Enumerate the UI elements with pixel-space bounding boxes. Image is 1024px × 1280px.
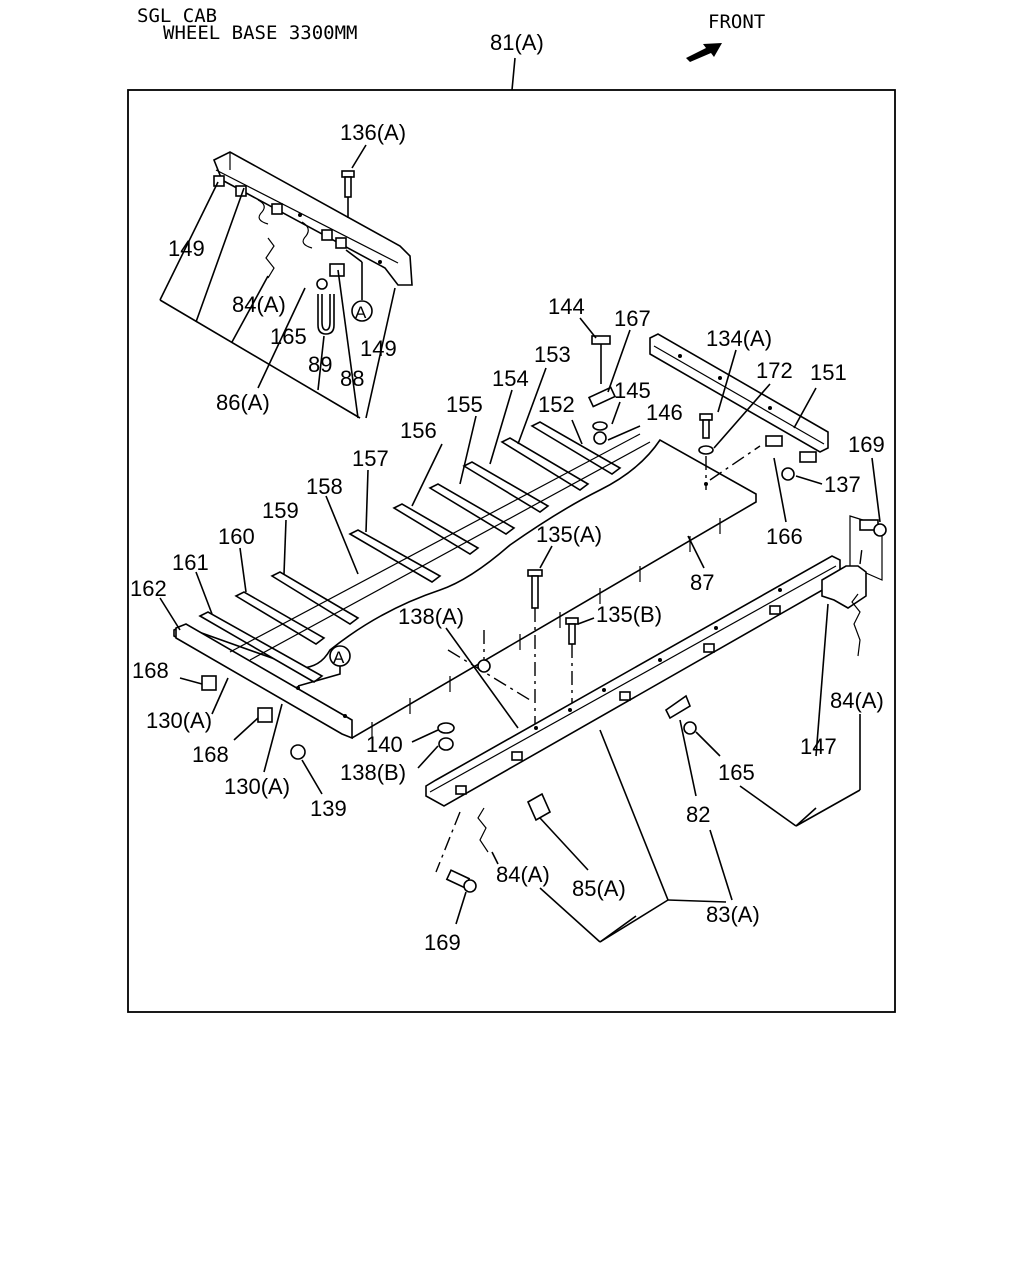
callout-168-top: 168	[132, 658, 169, 683]
callout-135b: 135(B)	[596, 602, 662, 627]
callout-134a: 134(A)	[706, 326, 772, 351]
nut-146-icon	[593, 431, 607, 445]
washer-140-icon	[437, 722, 455, 734]
callout-83a: 83(A)	[706, 902, 760, 927]
clip-168-top-icon	[201, 675, 217, 691]
callout-137: 137	[824, 472, 861, 497]
callout-160: 160	[218, 524, 255, 549]
bolt-169-right-icon	[849, 515, 887, 581]
floor-assembly	[173, 421, 757, 740]
callout-130a-bot: 130(A)	[224, 774, 290, 799]
callout-157: 157	[352, 446, 389, 471]
callout-159: 159	[262, 498, 299, 523]
callout-147: 147	[800, 734, 837, 759]
header-wheelbase: WHEEL BASE 3300MM	[163, 22, 358, 44]
callout-162: 162	[130, 576, 167, 601]
clip-85a-icon	[526, 792, 552, 822]
front-arrow-icon	[686, 43, 722, 62]
callout-153: 153	[534, 342, 571, 367]
plate-167-icon	[587, 386, 617, 408]
callout-82: 82	[686, 802, 710, 827]
callout-144: 144	[548, 294, 585, 319]
callout-169-right: 169	[848, 432, 885, 457]
callout-165-bot: 165	[718, 760, 755, 785]
callout-167: 167	[614, 306, 651, 331]
clip-168-bot-icon	[257, 707, 273, 723]
bolt-169-bot-icon	[445, 869, 477, 893]
clip-165-bot-icon	[683, 721, 697, 735]
u-bolt-89-icon	[317, 294, 335, 335]
callout-84a-right: 84(A)	[830, 688, 884, 713]
nut-139-icon	[290, 744, 306, 760]
callout-151: 151	[810, 360, 847, 385]
callout-85a: 85(A)	[572, 876, 626, 901]
callout-88: 88	[340, 366, 364, 391]
callout-139: 139	[310, 796, 347, 821]
circle-a-top: A	[355, 303, 367, 322]
bolt-136a-icon	[341, 170, 355, 218]
diagram-frame	[127, 89, 896, 1013]
callout-138b: 138(B)	[340, 760, 406, 785]
callout-86a: 86(A)	[216, 390, 270, 415]
callout-168-bot: 168	[192, 742, 229, 767]
nut-138b-icon	[438, 737, 454, 751]
washer-172-icon	[698, 445, 714, 455]
callout-149-right: 149	[360, 336, 397, 361]
bolt-135b-icon	[565, 617, 579, 645]
bolt-144-icon	[591, 335, 611, 384]
callout-145: 145	[614, 378, 651, 403]
spring-pin-84a-right-icon	[851, 593, 861, 657]
callout-155: 155	[446, 392, 483, 417]
callout-169-bot: 169	[424, 930, 461, 955]
clip-165-top-icon	[316, 263, 345, 290]
callout-166: 166	[766, 524, 803, 549]
spring-pin-84a-bot-icon	[477, 807, 489, 853]
callout-165-top: 165	[270, 324, 307, 349]
callout-135a: 135(A)	[536, 522, 602, 547]
washer-145-icon	[592, 421, 608, 431]
callout-84a-bot: 84(A)	[496, 862, 550, 887]
callout-84a-top: 84(A)	[232, 292, 286, 317]
assembly-label: 81(A)	[490, 30, 544, 55]
callout-87: 87	[690, 570, 714, 595]
nut-138a-icon	[477, 659, 491, 673]
callout-158: 158	[306, 474, 343, 499]
bolt-134a-icon	[699, 413, 713, 439]
callout-152: 152	[538, 392, 575, 417]
callout-154: 154	[492, 366, 529, 391]
callout-172: 172	[756, 358, 793, 383]
circle-a-mid: A	[333, 648, 345, 667]
callout-138a: 138(A)	[398, 604, 464, 629]
callout-149-left: 149	[168, 236, 205, 261]
callout-140: 140	[366, 732, 403, 757]
spring-pin-84a-top-icon	[265, 237, 275, 279]
callout-136a: 136(A)	[340, 120, 406, 145]
callout-89: 89	[308, 352, 332, 377]
bracket-82-icon	[664, 694, 691, 720]
callout-161: 161	[172, 550, 209, 575]
rear-crossmember-151	[649, 333, 829, 463]
callout-156: 156	[400, 418, 437, 443]
callout-130a-top: 130(A)	[146, 708, 212, 733]
callout-146: 146	[646, 400, 683, 425]
nut-137-icon	[781, 467, 795, 481]
front-crossmember	[212, 151, 413, 286]
header-cab-type: SGL CAB	[137, 5, 218, 27]
front-label: FRONT	[708, 11, 766, 33]
